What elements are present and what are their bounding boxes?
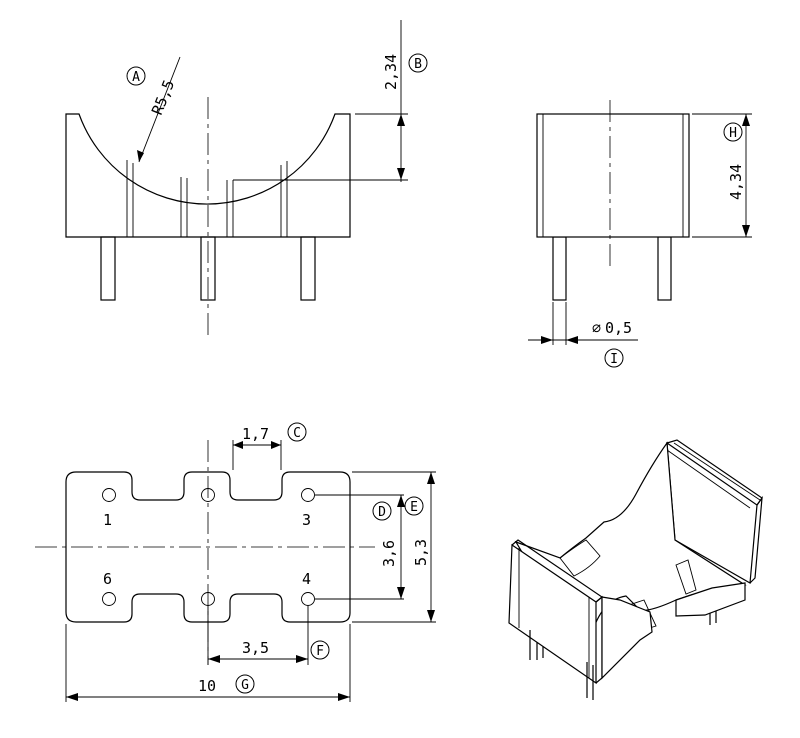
svg-text:C: C — [293, 426, 301, 441]
callout-d: D — [372, 501, 392, 521]
radius-leader — [138, 56, 181, 163]
svg-text:H: H — [729, 126, 737, 141]
side-view: 4,34 H ⌀ 0,5 I — [528, 100, 752, 368]
front-body-outline — [65, 113, 351, 238]
callout-e: E — [404, 496, 424, 516]
hole-4 — [301, 592, 315, 606]
hole-1 — [102, 488, 116, 502]
hole-3 — [301, 488, 315, 502]
radius-arrow — [137, 150, 144, 162]
slot-width-label: 1,7 — [242, 425, 269, 443]
pin-pitch-label: 3,5 — [242, 639, 269, 657]
svg-text:B: B — [414, 57, 422, 72]
side-pin-left — [552, 236, 567, 301]
callout-f: F — [310, 640, 330, 660]
svg-text:G: G — [241, 678, 249, 693]
hole-6 — [102, 592, 116, 606]
overall-length-label: 10 — [198, 677, 216, 695]
callout-a: A — [126, 66, 146, 86]
front-pin-right — [300, 236, 316, 301]
top-body-outline — [65, 471, 351, 623]
svg-text:A: A — [132, 70, 140, 85]
top-gap-label: 2,34 — [382, 54, 400, 90]
front-view: R5,5 2,34 A B — [65, 20, 428, 335]
side-pin-right — [657, 236, 672, 301]
callout-c: C — [287, 422, 307, 442]
diameter-symbol: ⌀ — [592, 319, 601, 337]
pin-row-gap-label: 3,6 — [380, 540, 398, 567]
svg-text:F: F — [316, 644, 324, 659]
pin-label-4: 4 — [302, 570, 311, 588]
svg-text:E: E — [410, 500, 418, 515]
isometric-view — [508, 439, 763, 700]
overall-depth-label: 5,3 — [412, 539, 430, 566]
svg-text:I: I — [610, 352, 618, 367]
front-pin-left — [100, 236, 116, 301]
top-view: 1 3 6 4 1,7 C 3,6 D 5,3 — [35, 422, 436, 702]
radius-label: R5,5 — [148, 77, 178, 117]
side-body — [536, 113, 690, 238]
callout-g: G — [235, 674, 255, 694]
callout-b: B — [408, 53, 428, 73]
pin-diameter-label: 0,5 — [605, 319, 632, 337]
pin-label-3: 3 — [302, 511, 311, 529]
callout-h: H — [723, 122, 743, 142]
callout-i: I — [604, 348, 624, 368]
svg-text:D: D — [378, 505, 386, 520]
pin-label-1: 1 — [103, 511, 112, 529]
pin-label-6: 6 — [103, 570, 112, 588]
height-label: 4,34 — [727, 164, 745, 200]
